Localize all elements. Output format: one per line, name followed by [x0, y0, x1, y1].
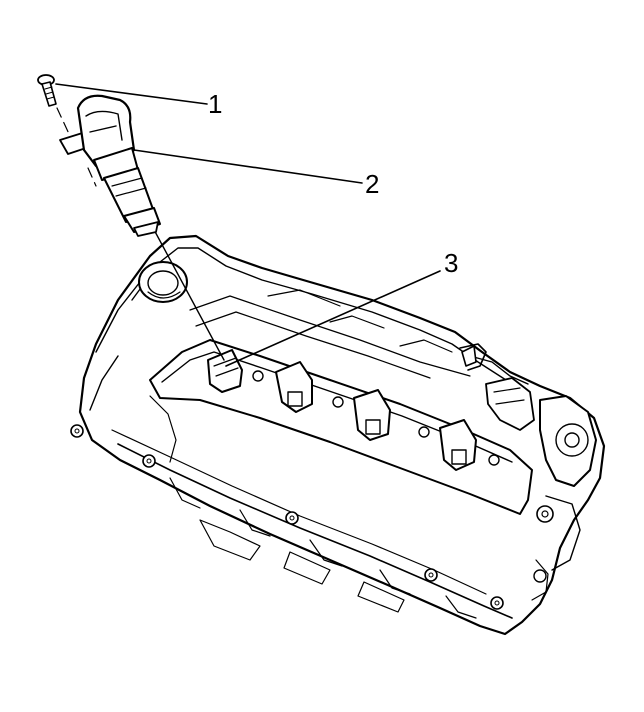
callout-1-label: 1: [208, 89, 222, 119]
ignition-coil: [59, 94, 161, 237]
callout-3-label: 3: [444, 248, 458, 278]
harness-bracket: [459, 343, 597, 601]
callout-leaders: [55, 83, 441, 367]
assembly-centerline: [56, 107, 225, 361]
callout-2-label: 2: [365, 169, 379, 199]
bolt: [37, 74, 57, 107]
perimeter-bolts: [70, 424, 504, 610]
coil-boots: [207, 349, 500, 471]
